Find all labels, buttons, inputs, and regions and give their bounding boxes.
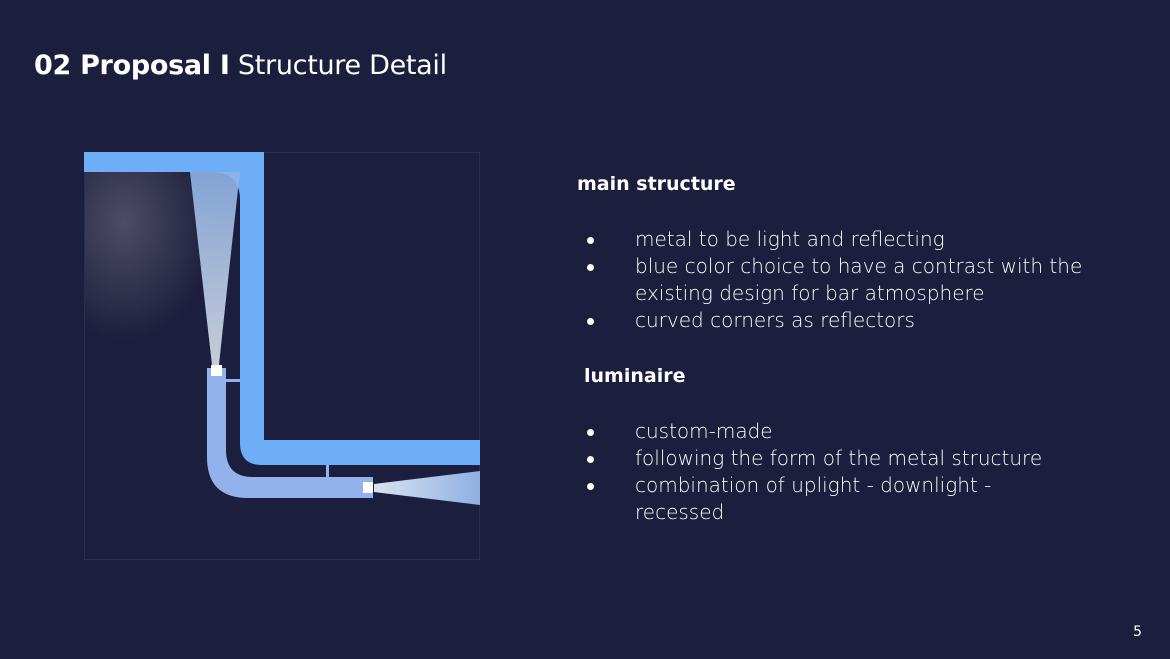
section-heading-luminaire: luminaire <box>584 365 686 387</box>
section-heading-main-structure: main structure <box>577 173 736 195</box>
main-structure-list: metal to be light and reflecting blue co… <box>577 226 1097 334</box>
luminaire-list: custom-made following the form of the me… <box>577 418 1097 526</box>
list-item: following the form of the metal structur… <box>577 445 1097 472</box>
list-item: curved corners as reflectors <box>577 307 1097 334</box>
side-beam <box>374 471 480 505</box>
luminaire-bracket <box>226 379 240 382</box>
structure-diagram <box>84 152 480 560</box>
uplight-beam <box>190 172 240 365</box>
page-number: 5 <box>1133 624 1142 640</box>
lamp-side <box>363 482 373 493</box>
list-item: metal to be light and reflecting <box>577 226 1097 253</box>
list-item: custom-made <box>577 418 1097 445</box>
lamp-up <box>211 365 222 376</box>
list-item: blue color choice to have a contrast wit… <box>577 253 1097 307</box>
list-item: combination of uplight - downlight - rec… <box>577 472 1055 526</box>
title-bold: 02 Proposal I <box>34 50 230 81</box>
title-light: Structure Detail <box>237 50 447 81</box>
page-title: 02 Proposal I Structure Detail <box>34 50 447 81</box>
luminaire <box>207 368 373 498</box>
luminaire-bracket <box>326 465 329 477</box>
